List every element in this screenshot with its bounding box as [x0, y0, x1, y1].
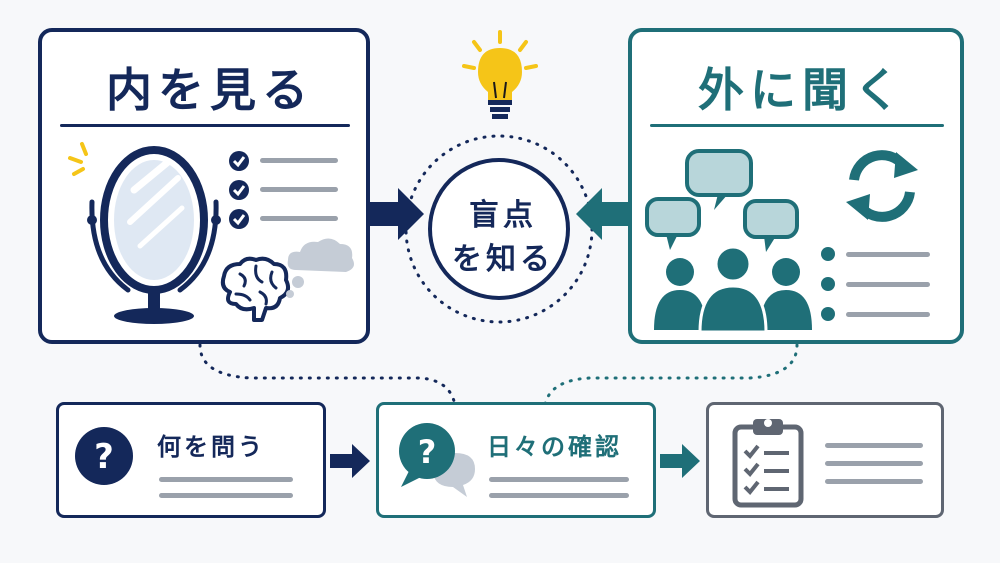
clipboard-line-2: [825, 461, 923, 466]
inner-view-title: 内を見る: [106, 63, 314, 117]
arrow-right-icon: [368, 188, 424, 240]
inner-check-line-2: [260, 187, 338, 192]
inner-view-divider: [60, 124, 350, 127]
clipboard-line-3: [825, 479, 923, 484]
center-line-1: 盲点: [469, 198, 537, 233]
speech-bubble-icon: [645, 197, 701, 250]
arrow-right-icon: [660, 444, 700, 478]
inner-check-line-3: [260, 216, 338, 221]
inner-view-panel: 内を見る: [38, 28, 370, 344]
center-line-2: を知る: [452, 242, 554, 277]
question-icon: ?: [75, 427, 133, 485]
outer-ask-panel: 外に聞く: [628, 28, 964, 344]
clipboard-line-1: [825, 443, 923, 448]
svg-text:?: ?: [418, 433, 437, 471]
speech-bubble-icon: [685, 149, 753, 210]
daily-check-line-1: [489, 477, 629, 482]
outer-ask-divider: [650, 124, 944, 127]
outer-ask-title: 外に聞く: [698, 63, 906, 117]
what-to-ask-line-2: [159, 493, 293, 498]
sparkle-icon: [68, 142, 88, 176]
svg-text:?: ?: [94, 437, 114, 477]
outer-bullet-line-2: [846, 282, 930, 287]
outer-bullet-line-3: [846, 312, 930, 317]
lightbulb-icon: [462, 30, 538, 119]
check-circle-icon: [229, 209, 249, 229]
clipboard-box: [706, 402, 944, 518]
daily-check-label: 日々の確認: [487, 433, 622, 461]
check-circle-icon: [229, 180, 249, 200]
speech-bubble-icon: [743, 199, 799, 252]
blind-spot-circle: 盲点 を知る: [428, 158, 570, 300]
clipboard-checklist-icon: [732, 419, 804, 508]
question-chat-icon: ?: [399, 423, 475, 497]
arrow-left-icon: [576, 188, 632, 240]
inner-check-line-1: [260, 158, 338, 163]
daily-check-line-2: [489, 493, 629, 498]
thought-cloud-icon: [286, 238, 354, 298]
bullet-dot-icon: [821, 247, 835, 261]
outer-bullet-line-1: [846, 252, 930, 257]
daily-check-box: ? 日々の確認: [376, 402, 656, 518]
arrow-right-icon: [330, 444, 370, 478]
what-to-ask-box: ? 何を問う: [56, 402, 326, 518]
brain-icon: [220, 256, 290, 322]
refresh-cycle-icon: [846, 150, 918, 222]
what-to-ask-label: 何を問う: [157, 433, 265, 461]
mirror-icon: [87, 146, 221, 324]
bullet-dot-icon: [821, 307, 835, 321]
bullet-dot-icon: [821, 277, 835, 291]
what-to-ask-line-1: [159, 477, 293, 482]
people-group-icon: [654, 245, 812, 334]
check-circle-icon: [229, 151, 249, 171]
